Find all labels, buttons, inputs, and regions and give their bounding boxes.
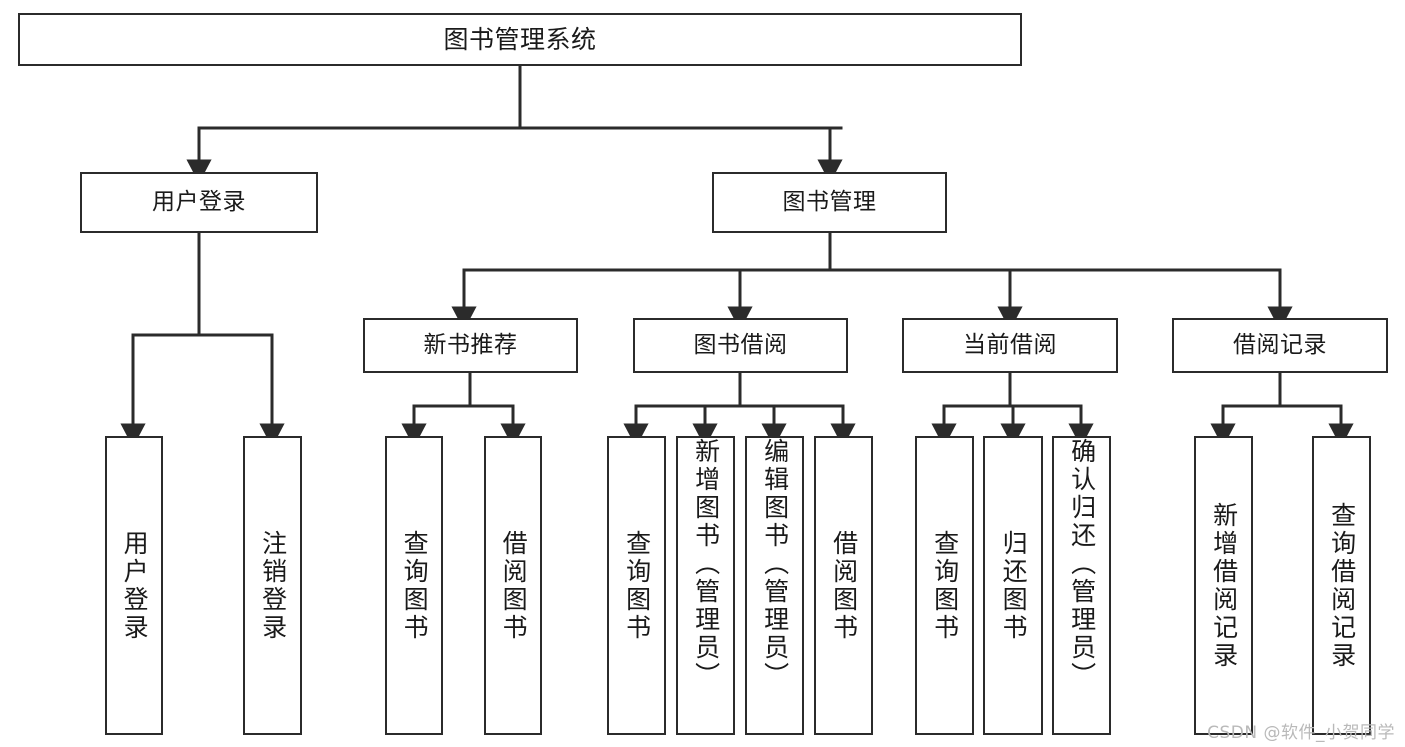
leaf-query-book-2-label: 查询图书 [622, 529, 652, 642]
leaf-return-book[interactable]: 归还图书 [983, 436, 1043, 735]
node-user-login[interactable]: 用户登录 [80, 172, 318, 233]
node-root-label: 图书管理系统 [443, 24, 597, 54]
leaf-borrow-book-1[interactable]: 借阅图书 [484, 436, 542, 735]
leaf-logout-label: 注销登录 [258, 529, 288, 642]
leaf-return-book-label: 归还图书 [999, 529, 1029, 642]
leaf-edit-book-label: 编辑图书（管理员） [760, 438, 790, 690]
node-borrow-record[interactable]: 借阅记录 [1172, 318, 1388, 373]
leaf-add-book[interactable]: 新增图书（管理员） [676, 436, 735, 735]
node-book-borrow-label: 图书借阅 [693, 331, 788, 358]
leaf-logout[interactable]: 注销登录 [243, 436, 302, 735]
leaf-add-record-label: 新增借阅记录 [1209, 501, 1239, 670]
node-book-borrow[interactable]: 图书借阅 [633, 318, 848, 373]
node-book-manage[interactable]: 图书管理 [712, 172, 947, 233]
node-current-borrow-label: 当前借阅 [963, 331, 1057, 358]
node-root[interactable]: 图书管理系统 [18, 13, 1022, 66]
leaf-query-record-label: 查询借阅记录 [1327, 501, 1357, 670]
leaf-confirm-return-label: 确认归还（管理员） [1067, 438, 1097, 690]
node-new-book-rec[interactable]: 新书推荐 [363, 318, 578, 373]
node-current-borrow[interactable]: 当前借阅 [902, 318, 1118, 373]
node-borrow-record-label: 借阅记录 [1233, 331, 1327, 358]
leaf-query-book-3-label: 查询图书 [930, 529, 960, 642]
leaf-query-book-2[interactable]: 查询图书 [607, 436, 666, 735]
leaf-borrow-book-1-label: 借阅图书 [499, 529, 529, 642]
leaf-borrow-book-2[interactable]: 借阅图书 [814, 436, 873, 735]
node-user-login-label: 用户登录 [152, 188, 246, 215]
node-book-manage-label: 图书管理 [782, 188, 877, 215]
leaf-confirm-return[interactable]: 确认归还（管理员） [1052, 436, 1111, 735]
leaf-add-book-label: 新增图书（管理员） [691, 438, 721, 690]
leaf-query-book-3[interactable]: 查询图书 [915, 436, 974, 735]
leaf-add-record[interactable]: 新增借阅记录 [1194, 436, 1253, 735]
leaf-user-login-label: 用户登录 [120, 529, 150, 642]
leaf-user-login[interactable]: 用户登录 [105, 436, 163, 735]
leaf-query-book-1-label: 查询图书 [400, 529, 430, 642]
leaf-borrow-book-2-label: 借阅图书 [829, 529, 859, 642]
leaf-query-record[interactable]: 查询借阅记录 [1312, 436, 1371, 735]
node-new-book-rec-label: 新书推荐 [423, 331, 518, 358]
leaf-query-book-1[interactable]: 查询图书 [385, 436, 443, 735]
leaf-edit-book[interactable]: 编辑图书（管理员） [745, 436, 804, 735]
